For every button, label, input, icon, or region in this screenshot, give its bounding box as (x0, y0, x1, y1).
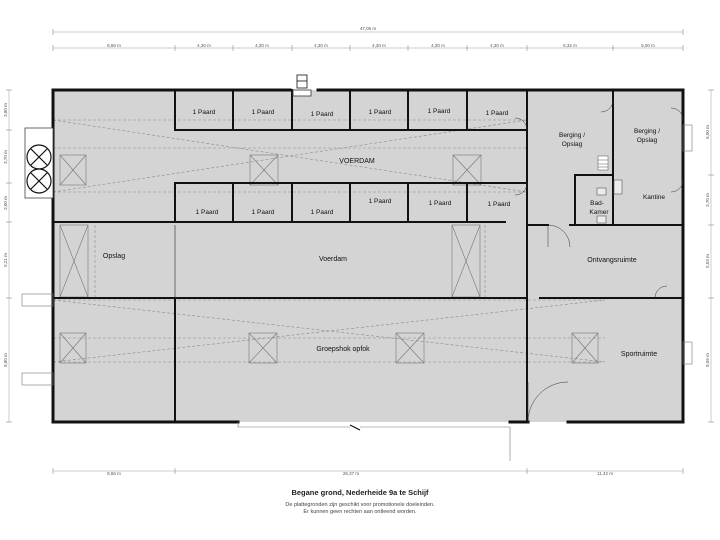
dim-left-4: 5,21 m (3, 253, 8, 267)
door-swings (514, 99, 684, 423)
dim-bottom-3: 11,42 m (597, 471, 613, 476)
dim-top-total: 47,05 m (360, 26, 377, 31)
room-ontvangsruimte: Ontvangsruimte (587, 257, 637, 264)
stall-label: 1 Paard (369, 109, 392, 116)
dim-right-1: 6,00 m (705, 125, 710, 139)
dim-top-4: 4,30 m (314, 43, 328, 48)
disclaimer-line-1: De plattegronden zijn geschikt voor prom… (285, 502, 435, 508)
room-sportruimte: Sportruimte (621, 351, 657, 358)
room-kantine: Kantine (643, 194, 665, 201)
room-voerdam-upper: VOERDAM (339, 158, 375, 165)
dim-bottom-2: 26,37 m (343, 471, 360, 476)
dim-top-2: 4,30 m (197, 43, 211, 48)
stall-label: 1 Paard (486, 110, 509, 117)
room-voerdam: Voerdam (319, 256, 347, 263)
stall-label: 1 Paard (428, 108, 451, 115)
cross-boxes (59, 154, 599, 364)
dim-top-8: 6,32 m (563, 43, 577, 48)
exterior-fans (24, 127, 54, 199)
bathroom-fixtures (596, 179, 623, 224)
dim-top-6: 4,30 m (431, 43, 445, 48)
dim-right-4: 8,56 m (705, 353, 710, 367)
stall-label: 1 Paard (252, 209, 275, 216)
exterior-walls (51, 88, 685, 424)
stair (597, 155, 609, 171)
dim-left-1: 3,80 m (3, 103, 8, 117)
stall-label: 1 Paard (369, 198, 392, 205)
disclaimer-line-2: Er kunnen geen rechten aan ontleend word… (303, 509, 417, 515)
room-badkamer: Bad- (590, 200, 604, 207)
stall-label: 1 Paard (429, 200, 452, 207)
dim-left-2: 3,70 m (3, 150, 8, 164)
stall-label: 1 Paard (311, 111, 334, 118)
interior-walls (52, 89, 684, 423)
stall-label: 1 Paard (488, 201, 511, 208)
plan-title: Begane grond, Nederheide 9a te Schijf (291, 488, 429, 497)
room-badkamer-sub: Kamer (589, 209, 609, 216)
dim-top-9: 5,00 m (641, 43, 655, 48)
room-groepshok: Groepshok opfok (316, 346, 370, 353)
terrace-outline (237, 422, 511, 461)
dim-right-3: 5,03 m (705, 254, 710, 268)
dim-top-7: 4,30 m (490, 43, 504, 48)
stall-label: 1 Paard (196, 209, 219, 216)
stall-label: 1 Paard (311, 209, 334, 216)
room-berging-1: Berging / (559, 132, 585, 139)
exterior-boxes (21, 124, 693, 386)
room-opslag: Opslag (103, 253, 125, 260)
floor-fills (53, 90, 683, 422)
entrance-box (292, 74, 312, 97)
stall-label: 1 Paard (193, 109, 216, 116)
dim-top-3: 4,30 m (255, 43, 269, 48)
room-berging-2-sub: Opslag (637, 137, 658, 144)
dim-right-2: 3,70 m (705, 193, 710, 207)
dimension-ticks (6, 29, 714, 474)
room-berging-1-sub: Opslag (562, 141, 583, 148)
dim-bottom-1: 8,66 m (107, 471, 121, 476)
dimension-lines (8, 31, 712, 472)
dim-left-3: 3,00 m (3, 196, 8, 210)
truss-lines (52, 119, 606, 363)
room-berging-2: Berging / (634, 128, 660, 135)
dim-left-5: 8,80 m (3, 353, 8, 367)
dim-top-5: 4,30 m (372, 43, 386, 48)
dim-top-1: 8,66 m (107, 43, 121, 48)
stall-label: 1 Paard (252, 109, 275, 116)
